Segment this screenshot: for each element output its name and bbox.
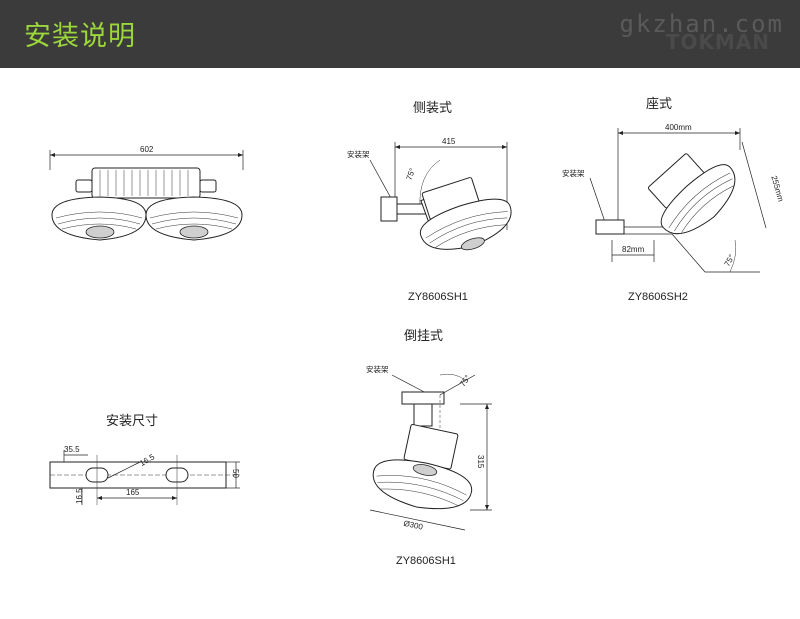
seat-dim-base: 82mm: [622, 245, 645, 254]
hang-angle: 75°: [458, 373, 472, 388]
seat-angle: 75°: [723, 253, 737, 268]
mount-dim-length: 165: [126, 488, 140, 497]
side-mount-view: 侧装式 安装架 415 75° ZY8606SH1: [347, 101, 512, 303]
side-model: ZY8606SH1: [408, 291, 468, 303]
hang-model: ZY8606SH1: [396, 555, 456, 567]
side-angle: 75°: [405, 167, 418, 181]
hang-title: 倒挂式: [404, 329, 443, 344]
front-dim-width: 602: [140, 145, 154, 154]
watermark: gkzhan.com: [619, 10, 784, 38]
installation-diagram: 602 侧装式 安装架: [49, 97, 785, 567]
side-bracket-label: 安装架: [347, 149, 370, 159]
hanging-mount-view: 倒挂式 安装架 75° 315 Ø300 ZY8606SH1: [366, 329, 492, 567]
watermark-logo: TOKMAN: [665, 30, 770, 54]
hang-bracket-label: 安装架: [366, 364, 389, 374]
mount-dim-c: 16.5: [75, 488, 84, 504]
seat-title: 座式: [646, 97, 672, 112]
seat-dim-width: 400mm: [665, 123, 692, 132]
side-title: 侧装式: [413, 101, 452, 116]
header-bar: 安装说明 gkzhan.com TOKMAN: [0, 0, 800, 68]
mount-dim-height: 50: [231, 469, 240, 478]
mount-dim-a: 35.5: [64, 445, 80, 454]
seat-dim-height: 255mm: [769, 175, 785, 203]
mount-title: 安装尺寸: [106, 414, 158, 429]
mounting-dimensions-view: 安装尺寸 35.5 16.5 16.5 165 50: [49, 414, 240, 505]
page-title: 安装说明: [24, 21, 136, 52]
side-dim-width: 415: [442, 137, 456, 146]
seat-bracket-label: 安装架: [562, 168, 585, 178]
front-view: 602: [49, 145, 244, 241]
seat-model: ZY8606SH2: [628, 291, 688, 303]
seat-mount-view: 座式 安装架 400mm 255mm 82mm 75°: [562, 97, 785, 303]
hang-dim-height: 315: [476, 455, 485, 469]
hang-dim-diameter: Ø300: [403, 519, 425, 532]
